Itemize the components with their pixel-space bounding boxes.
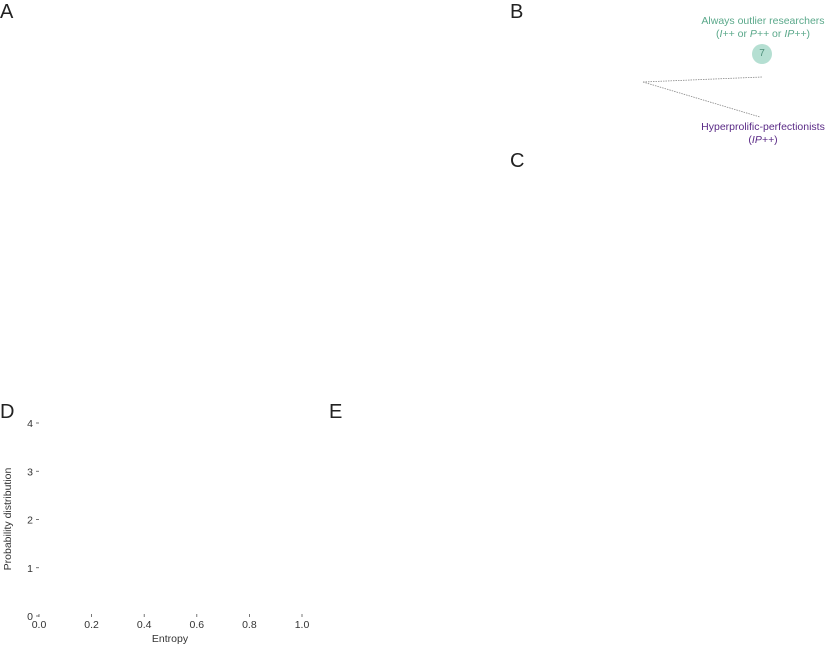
- always-outlier-ip: IP++: [784, 28, 807, 41]
- y-tick-label: 0: [27, 611, 33, 623]
- x-tick-label: 1.0: [295, 619, 310, 631]
- y-tick-label: 2: [27, 515, 33, 527]
- x-axis-ticks: 0.0 0.2 0.4 0.6 0.8 1.0: [32, 614, 310, 631]
- y-tick-label: 1: [27, 563, 33, 575]
- hyperprolific-subtitle: (IP++): [748, 134, 778, 147]
- x-tick-label: 0.8: [242, 619, 257, 631]
- hyperprolific-ip: IP++: [751, 134, 775, 147]
- hyperprolific-annotation: Hyperprolific-perfectionists (IP++): [680, 121, 831, 147]
- connector-line-upper: [642, 76, 763, 83]
- hyperprolific-title: Hyperprolific-perfectionists: [701, 121, 825, 133]
- always-outlier-i: I++: [719, 28, 735, 41]
- panel-label-a: A: [0, 1, 14, 23]
- entropy-chart: 0.0 0.2 0.4 0.6 0.8 1.0 0 1 2 3 4 Entropy Probabi…: [2, 418, 310, 645]
- connector-line-lower: [642, 81, 761, 118]
- y-axis-ticks: 0 1 2 3 4: [27, 418, 39, 623]
- panel-label-e: E: [329, 401, 343, 423]
- panel-label-d: D: [0, 401, 15, 423]
- panel-label-c: C: [510, 150, 525, 172]
- always-outlier-subtitle: (I++ or P++ or IP++): [716, 28, 810, 41]
- y-tick-label: 4: [27, 418, 33, 430]
- y-tick-label: 3: [27, 466, 33, 478]
- x-tick-label: 0.0: [32, 619, 47, 631]
- always-outlier-annotation: Always outlier researchers (I++ or P++ o…: [680, 15, 831, 41]
- x-tick-label: 0.2: [84, 619, 99, 631]
- x-axis-label: Entropy: [152, 633, 189, 645]
- y-axis-label: Probability distribution: [2, 467, 14, 570]
- always-outlier-title: Always outlier researchers: [701, 15, 825, 27]
- count-badge: 7: [752, 44, 772, 64]
- x-tick-label: 0.4: [137, 619, 152, 631]
- always-outlier-p: P++: [749, 28, 770, 41]
- panel-label-b: B: [510, 1, 524, 23]
- x-tick-label: 0.6: [189, 619, 204, 631]
